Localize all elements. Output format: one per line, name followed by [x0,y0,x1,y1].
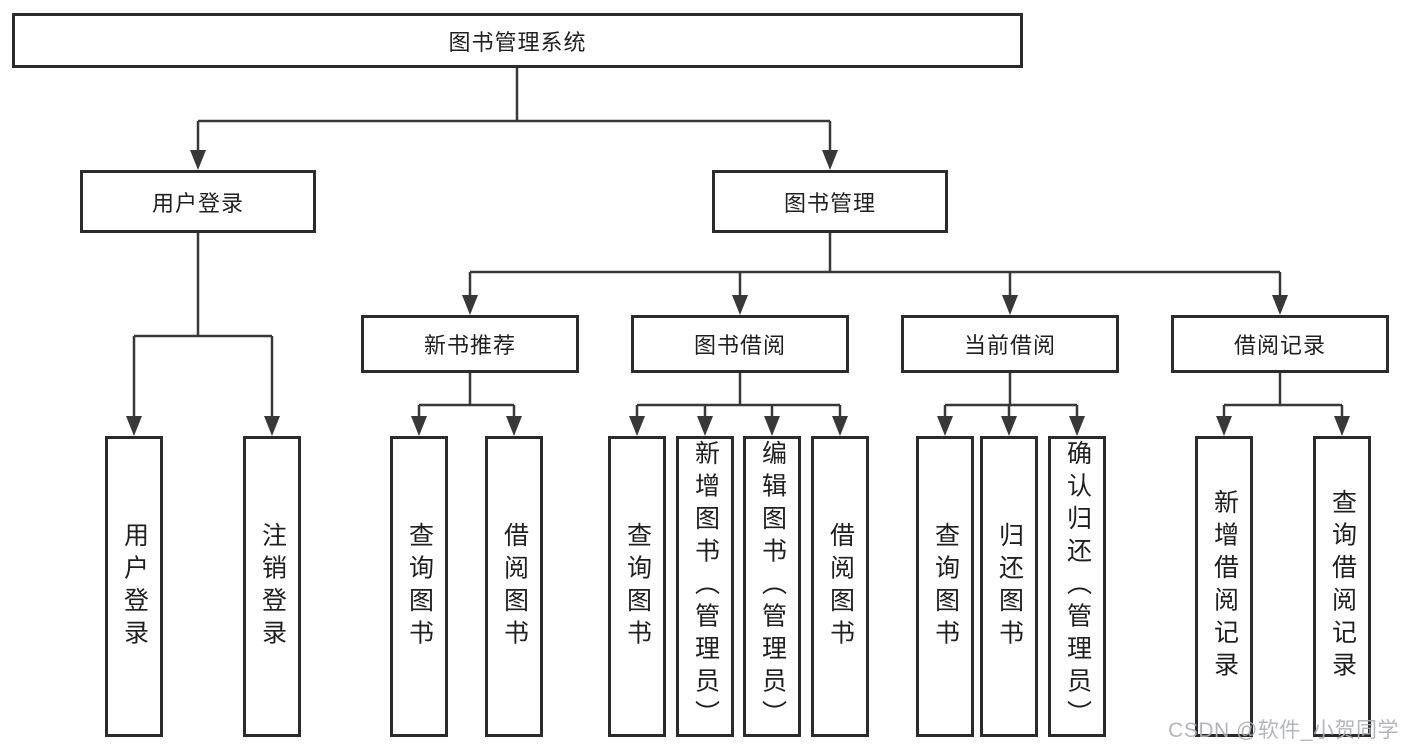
node-new-book-recommend: 新书推荐 [361,315,579,373]
node-current-borrowing: 当前借阅 [901,315,1119,373]
node-label: 新增借阅记录 [1210,489,1239,684]
node-leaf-query-borrow-record: 查询借阅记录 [1313,436,1371,737]
node-label: 编辑图书（管理员） [758,440,787,733]
node-label: 图书管理系统 [448,29,587,55]
node-book-borrowing: 图书借阅 [631,315,849,373]
node-leaf-query-books-recommend: 查询图书 [390,436,448,737]
node-label: 新增图书（管理员） [691,440,720,733]
node-label: 当前借阅 [963,333,1056,358]
node-label: 图书管理 [783,190,876,216]
csdn-watermark: CSDN @软件_小贺同学 [1168,719,1399,742]
node-leaf-user-login: 用户登录 [105,436,163,737]
node-library-management-system: 图书管理系统 [12,13,1023,68]
node-label: 查询图书 [405,521,434,652]
node-label: 借阅图书 [500,521,529,652]
node-label: 借阅记录 [1233,333,1326,358]
node-leaf-query-books-borrow: 查询图书 [608,436,666,737]
node-leaf-add-books-admin: 新增图书（管理员） [676,436,734,737]
node-label: 用户登录 [120,521,149,652]
node-label: 借阅图书 [826,521,855,652]
node-leaf-edit-books-admin: 编辑图书（管理员） [743,436,801,737]
node-label: 查询图书 [623,521,652,652]
node-label: 注销登录 [258,521,287,652]
node-label: 归还图书 [995,521,1024,652]
node-borrowing-records: 借阅记录 [1171,315,1389,373]
node-leaf-confirm-return-admin: 确认归还（管理员） [1048,436,1106,737]
node-leaf-logout: 注销登录 [243,436,301,737]
node-label: 查询借阅记录 [1328,489,1357,684]
node-label: 查询图书 [931,521,960,652]
node-label: 图书借阅 [693,333,786,358]
node-leaf-add-borrow-record: 新增借阅记录 [1195,436,1253,737]
node-book-management-branch: 图书管理 [712,170,948,233]
arrowheads [126,150,1350,436]
node-label: 用户登录 [151,190,244,216]
node-leaf-borrow-books-recommend: 借阅图书 [485,436,543,737]
node-label: 确认归还（管理员） [1063,440,1092,733]
node-user-login-branch: 用户登录 [80,170,316,233]
node-leaf-query-books-current: 查询图书 [916,436,974,737]
connector-paths [132,68,1344,419]
node-leaf-borrow-books: 借阅图书 [811,436,869,737]
node-label: 新书推荐 [423,333,516,358]
node-leaf-return-books: 归还图书 [980,436,1038,737]
